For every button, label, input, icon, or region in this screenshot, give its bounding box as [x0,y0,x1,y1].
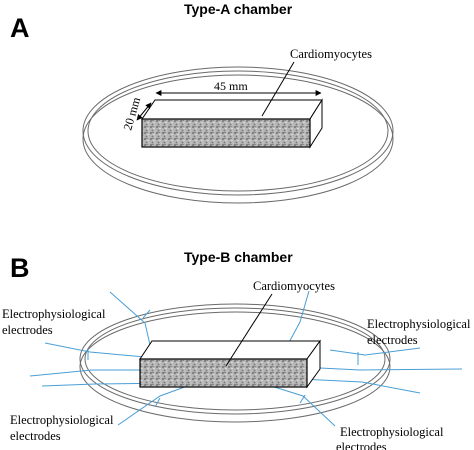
electrode-label-bottom-left-line1: Electrophysiological [10,413,114,427]
cells-label-b: Cardiomyocytes [253,279,335,293]
electrode-label-right-line1: Electrophysiological [367,317,471,331]
electrode-label-bottom-right-line1: Electrophysiological [340,425,444,439]
cardiomyocyte-strip-a [141,98,323,149]
electrode-label-right-line2: electrodes [367,333,418,347]
panel-b: B Type-B chamber [2,249,471,450]
electrode-label-top-left-line2: electrodes [2,323,53,337]
width-label: 20 mm [120,95,143,132]
panel-b-title: Type-B chamber [184,249,293,265]
panel-a-title: Type-A chamber [184,1,293,17]
cells-callout-line-a [261,61,295,117]
electrode-label-bottom-left-line2: electrodes [10,429,61,443]
electrode-label-bottom-right-line2: electrodes [336,440,387,450]
panel-a-letter: A [10,13,30,43]
cells-label-a: Cardiomyocytes [290,47,372,61]
cells-callout-line-b [225,293,273,367]
culture-dish-a [82,66,394,204]
length-label: 45 mm [214,79,248,93]
width-arrow [136,102,152,121]
culture-dish-b [79,303,391,423]
panel-b-letter: B [10,253,30,283]
panel-a: A Type-A chamber 45 mm 20 mm Cardiomyocy… [10,1,394,204]
electrode-label-top-left-line1: Electrophysiological [2,307,106,321]
cardiomyocyte-strip-b [139,339,321,389]
